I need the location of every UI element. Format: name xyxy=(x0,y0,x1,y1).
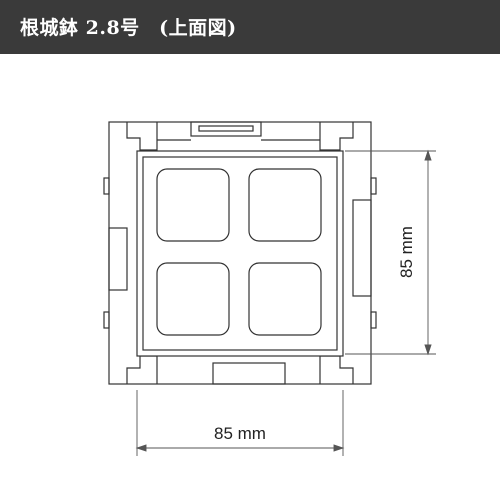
top-slot-inner xyxy=(198,125,254,132)
arrow-top xyxy=(424,149,432,161)
cell-top-right xyxy=(248,168,322,242)
arrow-bottom xyxy=(424,344,432,356)
arrow-left xyxy=(135,444,147,452)
left-slot xyxy=(108,227,128,291)
width-dimension-label: 85 mm xyxy=(214,424,266,443)
height-dimension-label: 85 mm xyxy=(397,226,416,278)
height-dimension xyxy=(345,149,436,356)
cell-bottom-right xyxy=(248,262,322,336)
corner-tab-top-left xyxy=(126,122,158,151)
width-dimension xyxy=(135,390,345,456)
side-tab-left-lower xyxy=(103,311,110,329)
top-slot xyxy=(190,121,262,137)
bottom-slot xyxy=(212,362,286,385)
title-bar: 根城鉢 2.8号 (上面図) xyxy=(0,0,500,54)
right-slot xyxy=(352,199,372,297)
corner-tab-bottom-right xyxy=(319,355,354,384)
side-tab-right-lower xyxy=(370,311,377,329)
corner-tab-top-right xyxy=(319,122,354,151)
page-title: 根城鉢 2.8号 (上面図) xyxy=(20,17,237,39)
side-tab-right-upper xyxy=(370,177,377,195)
cell-bottom-left xyxy=(156,262,230,336)
corner-tab-bottom-left xyxy=(126,355,158,384)
inner-rim-outer xyxy=(136,150,344,357)
arrow-right xyxy=(333,444,345,452)
inner-rim-inner xyxy=(142,156,338,351)
side-tab-left-upper xyxy=(103,177,110,195)
cell-top-left xyxy=(156,168,230,242)
